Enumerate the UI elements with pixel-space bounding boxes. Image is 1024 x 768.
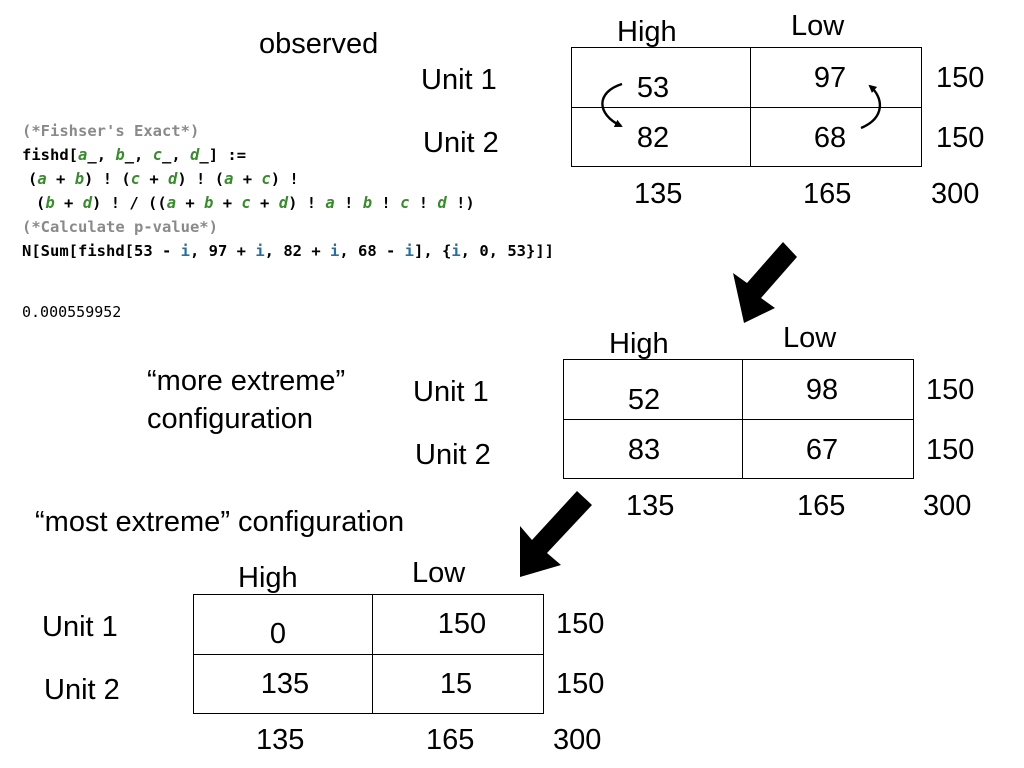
big-down-left-arrow-icon — [733, 242, 797, 323]
cell-unit2-low: 68 — [813, 122, 847, 154]
col-total-high: 135 — [634, 178, 683, 210]
table-divider-horizontal — [563, 419, 914, 420]
big-down-left-arrow-icon — [520, 491, 592, 577]
col-total-high: 135 — [256, 724, 305, 756]
row-total-unit-1: 150 — [926, 374, 975, 406]
col-total-low: 165 — [797, 490, 846, 522]
caption-most-extreme: “most extreme” configuration — [35, 506, 405, 538]
transition-arrow-2 — [520, 491, 592, 577]
transition-arrow-1 — [733, 242, 797, 323]
col-header-high: High — [238, 562, 298, 594]
row-header-unit-2: Unit 2 — [423, 127, 499, 159]
row-header-unit-1: Unit 1 — [42, 611, 118, 643]
row-header-unit-1: Unit 1 — [413, 376, 489, 408]
code-output-pvalue: 0.000559952 — [22, 303, 122, 321]
caption-observed: observed — [259, 28, 379, 60]
cell-unit1-high: 53 — [636, 72, 670, 104]
cell-unit1-low: 97 — [813, 62, 847, 94]
table-divider-horizontal — [571, 107, 922, 108]
cell-unit2-high: 135 — [260, 668, 310, 700]
col-total-low: 165 — [426, 724, 475, 756]
row-header-unit-2: Unit 2 — [415, 439, 491, 471]
table-divider-horizontal — [193, 654, 544, 655]
caption-more-extreme: “more extreme” configuration — [147, 362, 345, 439]
cell-unit1-high: 0 — [269, 618, 287, 650]
cell-unit2-low: 67 — [805, 434, 839, 466]
grand-total: 300 — [931, 178, 980, 210]
shift-arrows — [601, 82, 882, 130]
code-line-numerator: (a + b) ! (c + d) ! (a + c) ! — [28, 170, 299, 188]
code-line-denominator: (b + d) ! / ((a + b + c + d) ! a ! b ! c… — [36, 194, 475, 212]
code-line-definition: fishd[a_, b_, c_, d_] := — [22, 146, 247, 164]
cell-unit1-low: 98 — [805, 374, 839, 406]
col-header-low: Low — [783, 322, 837, 354]
code-comment-fisher: (*Fishser's Exact*) — [22, 122, 200, 140]
col-header-low: Low — [412, 557, 466, 589]
curved-arrow-down-icon — [601, 82, 623, 128]
row-total-unit-2: 150 — [926, 434, 975, 466]
row-total-unit-1: 150 — [556, 608, 605, 640]
grand-total: 300 — [923, 490, 972, 522]
grand-total: 300 — [553, 724, 602, 756]
col-header-high: High — [617, 16, 677, 48]
cell-unit1-high: 52 — [627, 384, 661, 416]
cell-unit2-low: 15 — [439, 668, 473, 700]
col-header-low: Low — [791, 10, 845, 42]
cell-unit2-high: 82 — [636, 122, 670, 154]
row-total-unit-1: 150 — [936, 62, 985, 94]
row-header-unit-2: Unit 2 — [44, 674, 120, 706]
col-total-high: 135 — [626, 490, 675, 522]
col-total-low: 165 — [803, 178, 852, 210]
caption-more-extreme-line2: configuration — [147, 403, 314, 436]
cell-unit2-high: 83 — [627, 434, 661, 466]
code-comment-pvalue: (*Calculate p-value*) — [22, 218, 218, 236]
code-block: (*Fishser's Exact*) fishd[a_, b_, c_, d_… — [22, 122, 554, 268]
row-header-unit-1: Unit 1 — [421, 64, 497, 96]
curved-arrow-up-icon — [860, 84, 882, 130]
cell-unit1-low: 150 — [437, 608, 487, 640]
col-header-high: High — [609, 328, 669, 360]
code-function-name: fishd — [22, 146, 69, 164]
caption-more-extreme-line1: “more extreme” — [147, 365, 346, 397]
row-total-unit-2: 150 — [556, 668, 605, 700]
code-line-sum: N[Sum[fishd[53 - i, 97 + i, 82 + i, 68 -… — [22, 242, 554, 260]
row-total-unit-2: 150 — [936, 122, 985, 154]
